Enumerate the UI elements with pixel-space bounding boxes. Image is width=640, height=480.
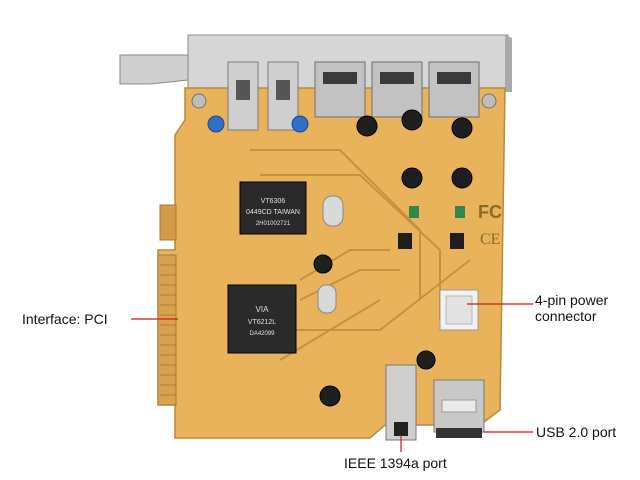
mounting-screws — [191, 93, 497, 109]
callout-interface-pci: Interface: PCI — [22, 311, 108, 327]
blue-capacitors — [207, 115, 309, 133]
chip2-line1: VIA — [256, 305, 270, 314]
chip1-line2: 0449CD TAIWAN — [246, 209, 300, 216]
callout-usb2-port: USB 2.0 port — [536, 424, 617, 440]
crystal-oscillators — [317, 195, 344, 314]
callout-power-line2: connector — [535, 308, 597, 324]
chip-vt6212l: VIA VT6212L DA42099 — [227, 284, 297, 354]
callout-ieee1394a-port: IEEE 1394a port — [344, 455, 447, 471]
firewire-ports-top — [227, 61, 299, 131]
usb-ports-top — [314, 61, 480, 118]
fcc-mark: FC — [478, 202, 502, 222]
ieee1394a-port-bottom — [385, 364, 417, 441]
ce-mark: CE — [480, 231, 500, 248]
electrolytic-capacitors — [313, 109, 473, 407]
certification-marks: FC CE — [478, 202, 502, 248]
power-connector — [439, 289, 479, 331]
chip1-line3: 2H01002721 — [256, 221, 291, 227]
pci-edge-connector — [157, 204, 177, 406]
callout-power-line1: 4-pin power — [535, 292, 609, 308]
chip2-line2: VT6212L — [248, 319, 277, 326]
chip2-line3: DA42099 — [249, 331, 275, 337]
jumper-headers — [398, 206, 465, 249]
chip-vt6306: VT6306 0449CD TAIWAN 2H01002721 — [239, 181, 307, 235]
usb2-port-bottom — [433, 379, 485, 438]
chip1-line1: VT6306 — [261, 198, 286, 205]
callout-lines — [131, 303, 533, 452]
